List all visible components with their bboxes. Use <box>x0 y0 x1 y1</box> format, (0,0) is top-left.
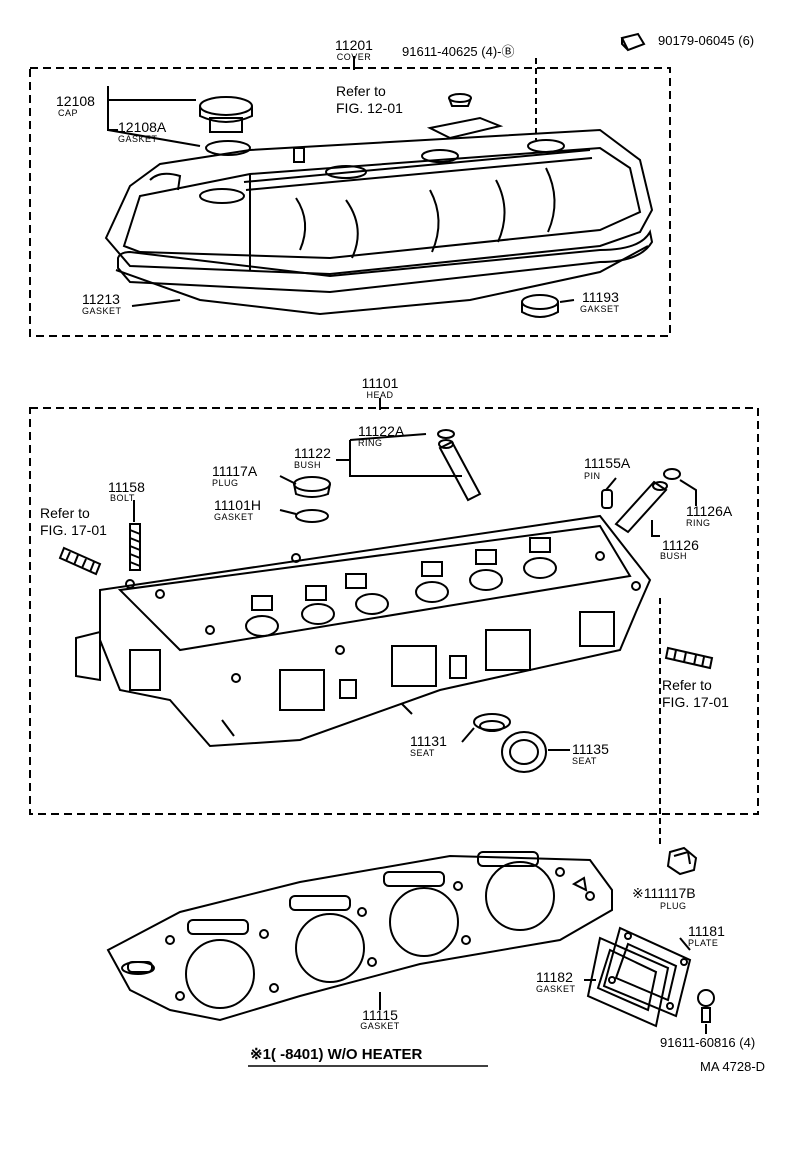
gasket-11101H <box>295 509 329 523</box>
part-number-11181: 11181 <box>688 923 725 939</box>
part-name-11181: PLATE <box>688 938 719 948</box>
ref-fig17-left-line1: Refer to <box>40 505 90 521</box>
part-number-11182: 11182 <box>536 969 573 985</box>
part-name-11122: BUSH <box>294 460 322 470</box>
ring-11126A <box>663 468 681 480</box>
part-number-11126A: 11126A <box>686 503 733 519</box>
head-gasket-11115 <box>106 851 613 1022</box>
ring-11122A <box>437 429 455 439</box>
part-name-11135: SEAT <box>572 756 597 766</box>
part-name-11155A: PIN <box>584 471 601 481</box>
stud-left <box>58 546 102 576</box>
part-name-11122A: RING <box>358 438 383 448</box>
nut-90179 <box>620 32 646 52</box>
label-91611-40625: 91611-40625 (4)-Ⓑ <box>402 44 515 59</box>
plug-11117B <box>666 846 698 876</box>
head-group-boundary <box>29 407 759 815</box>
plug-11117A <box>293 476 331 498</box>
label-90179: 90179-06045 (6) <box>658 33 755 48</box>
part-number-12108: 12108 <box>56 93 95 109</box>
part-name-11193: GAKSET <box>580 304 620 314</box>
ref-fig12-line1: Refer to <box>336 83 386 99</box>
part-number-11126: 11126 <box>662 537 699 553</box>
part-number-11117B: ※111117B <box>632 885 696 901</box>
cylinder-head-11101 <box>75 514 652 748</box>
part-number-11158: 11158 <box>108 479 145 495</box>
stud-right <box>664 646 714 670</box>
part-number-11131: 11131 <box>410 733 447 749</box>
bush-11122 <box>438 439 482 502</box>
part-name-11126A: RING <box>686 518 711 528</box>
part-number-11201: 11201 <box>335 37 373 53</box>
oil-cap-12108 <box>199 96 253 133</box>
part-name-11101: HEAD <box>366 390 394 400</box>
part-name-11126: BUSH <box>660 551 688 561</box>
part-name-11182: GASKET <box>536 984 576 994</box>
part-name-12108A: GASKET <box>118 134 158 144</box>
seat-11131 <box>473 713 511 732</box>
part-number-11115: 11115 <box>362 1007 398 1023</box>
part-name-11158: BOLT <box>110 493 135 503</box>
part-number-11213: 11213 <box>82 291 120 307</box>
plate-11181 <box>602 926 692 1018</box>
part-number-11122A: 11122A <box>358 423 405 439</box>
cover-group-boundary <box>29 67 671 337</box>
seat-11135 <box>501 731 547 773</box>
footnote-wo-heater: ※1( -8401) W/O HEATER <box>250 1046 423 1063</box>
part-number-11101: 11101 <box>361 375 399 391</box>
ref-fig17-left-line2: FIG. 17-01 <box>40 522 107 538</box>
part-number-11155A: 11155A <box>584 455 631 471</box>
cap-gasket-12108A <box>205 140 251 156</box>
grommet-11193 <box>521 294 559 318</box>
part-number-11122: 11122 <box>294 445 331 461</box>
part-name-11117B: PLUG <box>660 901 687 911</box>
part-number-11193: 11193 <box>582 289 619 305</box>
plate-bolt <box>697 989 715 1023</box>
bush-11126 <box>614 480 668 534</box>
diagram-code: MA 4728-D <box>700 1059 766 1074</box>
ref-fig17-right-line1: Refer to <box>662 677 712 693</box>
part-name-11101H: GASKET <box>214 512 254 522</box>
part-number-12108A: 12108A <box>118 119 167 135</box>
part-name-11115: GASKET <box>360 1021 400 1031</box>
pin-11155A <box>601 489 613 509</box>
ref-fig12-line2: FIG. 12-01 <box>336 100 403 116</box>
label-91611-60816: 91611-60816 (4) <box>660 1035 756 1050</box>
gasket-11182 <box>586 936 670 1028</box>
cover-bolt-washer <box>448 93 472 107</box>
part-number-11135: 11135 <box>572 741 609 757</box>
cover-gasket-11213 <box>117 229 654 294</box>
part-name-12108: CAP <box>58 108 79 118</box>
part-name-11117A: PLUG <box>212 478 239 488</box>
valve-cover-11201 <box>104 116 654 276</box>
ref-fig17-right-line2: FIG. 17-01 <box>662 694 729 710</box>
stud-bolt-11158 <box>129 523 141 571</box>
part-number-11117A: 11117A <box>212 463 258 479</box>
part-number-11101H: 11101H <box>214 497 261 513</box>
part-name-11131: SEAT <box>410 748 435 758</box>
part-name-11201: COVER <box>336 52 372 62</box>
part-name-11213: GASKET <box>82 306 122 316</box>
